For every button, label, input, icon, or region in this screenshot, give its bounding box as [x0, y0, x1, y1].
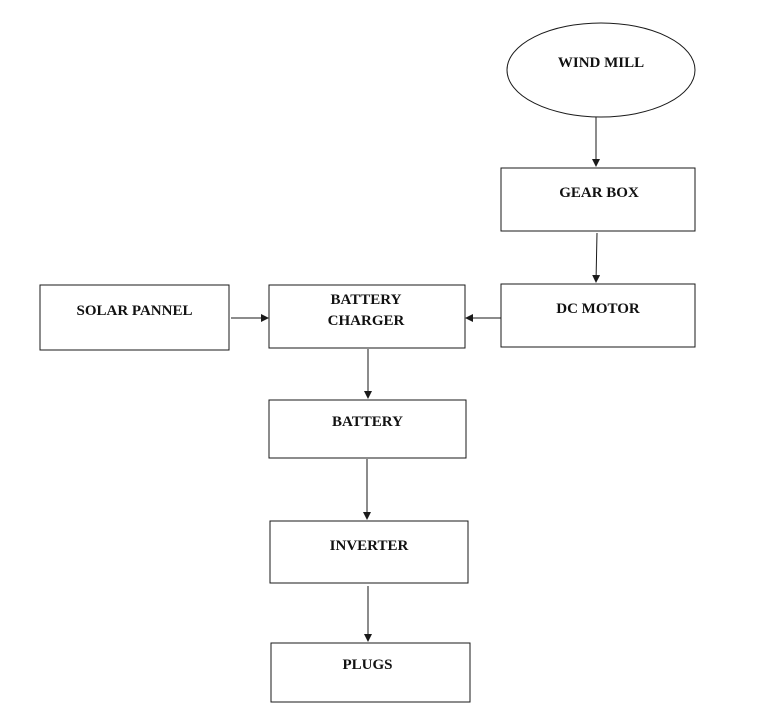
gear-box-label: GEAR BOX — [559, 185, 639, 201]
wind-mill-label: WIND MILL — [557, 55, 645, 71]
dc-motor-node — [500, 283, 696, 348]
wind-mill-node — [506, 22, 696, 118]
inverter-label: INVERTER — [329, 538, 409, 554]
solar-pannel-node — [39, 284, 230, 351]
dc-motor-label: DC MOTOR — [556, 301, 640, 317]
battery-label: BATTERY — [332, 414, 403, 430]
inverter-node — [269, 520, 469, 584]
arrow-gear-box-to-dc-motor — [592, 232, 601, 283]
battery-charger-label-line1: BATTERY — [330, 292, 402, 308]
battery-charger-label: BATTERY CHARGER — [268, 290, 464, 332]
battery-charger-label-line2: CHARGER — [327, 313, 405, 329]
battery-node — [268, 399, 467, 459]
plugs-label: PLUGS — [342, 657, 393, 673]
plugs-node — [270, 642, 471, 703]
solar-pannel-label: SOLAR PANNEL — [76, 303, 193, 319]
battery-charger-node — [268, 284, 466, 349]
gear-box-node — [500, 167, 696, 232]
